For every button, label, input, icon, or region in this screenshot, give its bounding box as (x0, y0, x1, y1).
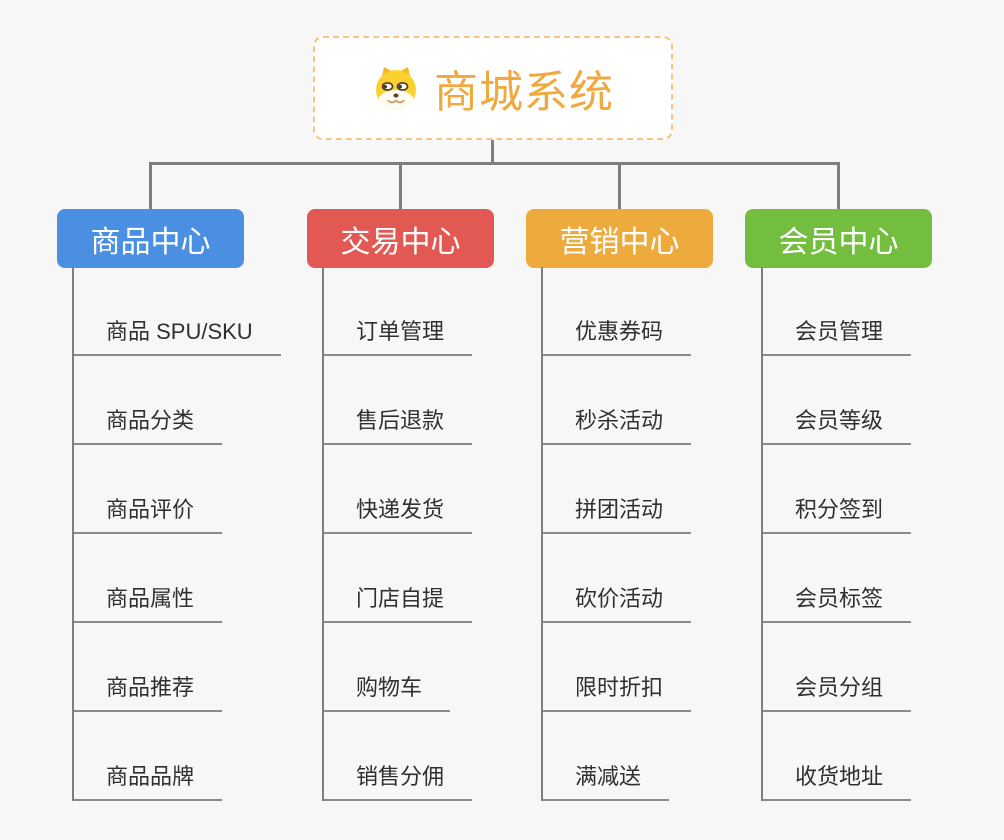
leaf-label: 砍价活动 (575, 586, 664, 611)
leaf-item[interactable]: 门店自提 (324, 534, 473, 623)
leaf-label: 商品 SPU/SKU (106, 319, 253, 344)
leaf-item[interactable]: 商品属性 (74, 534, 223, 623)
leaf-label: 快递发货 (356, 497, 445, 522)
leaf-item[interactable]: 会员等级 (763, 356, 912, 445)
leaf-label: 商品推荐 (106, 675, 195, 700)
leaf-column-members: 会员管理 会员等级 积分签到 会员标签 会员分组 收货地址 (761, 267, 912, 801)
connector-drop-members (837, 164, 840, 210)
branch-label: 商品中心 (90, 225, 211, 259)
leaf-item[interactable]: 销售分佣 (324, 712, 473, 801)
leaf-label: 商品品牌 (106, 764, 195, 789)
leaf-item[interactable]: 商品 SPU/SKU (74, 267, 281, 356)
root-title: 商城系统 (434, 68, 614, 117)
leaf-item[interactable]: 拼团活动 (543, 445, 692, 534)
connector-drop-trade (399, 164, 402, 210)
connector-drop-products (149, 164, 152, 210)
leaf-label: 会员标签 (795, 586, 884, 611)
leaf-item[interactable]: 满减送 (543, 712, 670, 801)
branch-label: 交易中心 (340, 225, 461, 259)
leaf-item[interactable]: 优惠券码 (543, 267, 692, 356)
leaf-item[interactable]: 会员分组 (763, 623, 912, 712)
leaf-label: 售后退款 (356, 408, 445, 433)
leaf-label: 订单管理 (356, 319, 445, 344)
leaf-label: 商品分类 (106, 408, 195, 433)
leaf-column-products: 商品 SPU/SKU 商品分类 商品评价 商品属性 商品推荐 商品品牌 (72, 267, 281, 801)
leaf-label: 限时折扣 (575, 675, 664, 700)
leaf-label: 商品评价 (106, 497, 195, 522)
leaf-item[interactable]: 商品分类 (74, 356, 223, 445)
leaf-item[interactable]: 会员标签 (763, 534, 912, 623)
branch-header-trade[interactable]: 交易中心 (307, 209, 494, 268)
branch-label: 营销中心 (559, 225, 680, 259)
leaf-item[interactable]: 收货地址 (763, 712, 912, 801)
branch-header-members[interactable]: 会员中心 (745, 209, 932, 268)
connector-horizontal-bar (149, 162, 840, 165)
leaf-item[interactable]: 商品评价 (74, 445, 223, 534)
leaf-item[interactable]: 砍价活动 (543, 534, 692, 623)
root-node[interactable]: 商城系统 (313, 36, 673, 140)
leaf-label: 满减送 (575, 764, 642, 789)
leaf-item[interactable]: 订单管理 (324, 267, 473, 356)
leaf-label: 会员等级 (795, 408, 884, 433)
leaf-label: 会员管理 (795, 319, 884, 344)
leaf-column-trade: 订单管理 售后退款 快递发货 门店自提 购物车 销售分佣 (322, 267, 473, 801)
leaf-label: 商品属性 (106, 586, 195, 611)
leaf-label: 收货地址 (795, 764, 884, 789)
leaf-label: 购物车 (356, 675, 423, 700)
leaf-label: 销售分佣 (356, 764, 445, 789)
leaf-item[interactable]: 限时折扣 (543, 623, 692, 712)
doge-icon (376, 67, 416, 110)
leaf-item[interactable]: 售后退款 (324, 356, 473, 445)
leaf-column-marketing: 优惠券码 秒杀活动 拼团活动 砍价活动 限时折扣 满减送 (541, 267, 692, 801)
leaf-label: 积分签到 (795, 497, 884, 522)
leaf-label: 会员分组 (795, 675, 884, 700)
branch-label: 会员中心 (778, 225, 899, 259)
branch-header-products[interactable]: 商品中心 (57, 209, 244, 268)
leaf-label: 拼团活动 (575, 497, 664, 522)
leaf-label: 优惠券码 (575, 319, 664, 344)
leaf-item[interactable]: 商品品牌 (74, 712, 223, 801)
leaf-label: 秒杀活动 (575, 408, 664, 433)
leaf-label: 门店自提 (356, 586, 445, 611)
leaf-item[interactable]: 购物车 (324, 623, 451, 712)
leaf-item[interactable]: 会员管理 (763, 267, 912, 356)
leaf-item[interactable]: 商品推荐 (74, 623, 223, 712)
leaf-item[interactable]: 积分签到 (763, 445, 912, 534)
connector-root-stem (491, 140, 494, 164)
leaf-item[interactable]: 快递发货 (324, 445, 473, 534)
branch-header-marketing[interactable]: 营销中心 (526, 209, 713, 268)
connector-drop-marketing (618, 164, 621, 210)
leaf-item[interactable]: 秒杀活动 (543, 356, 692, 445)
